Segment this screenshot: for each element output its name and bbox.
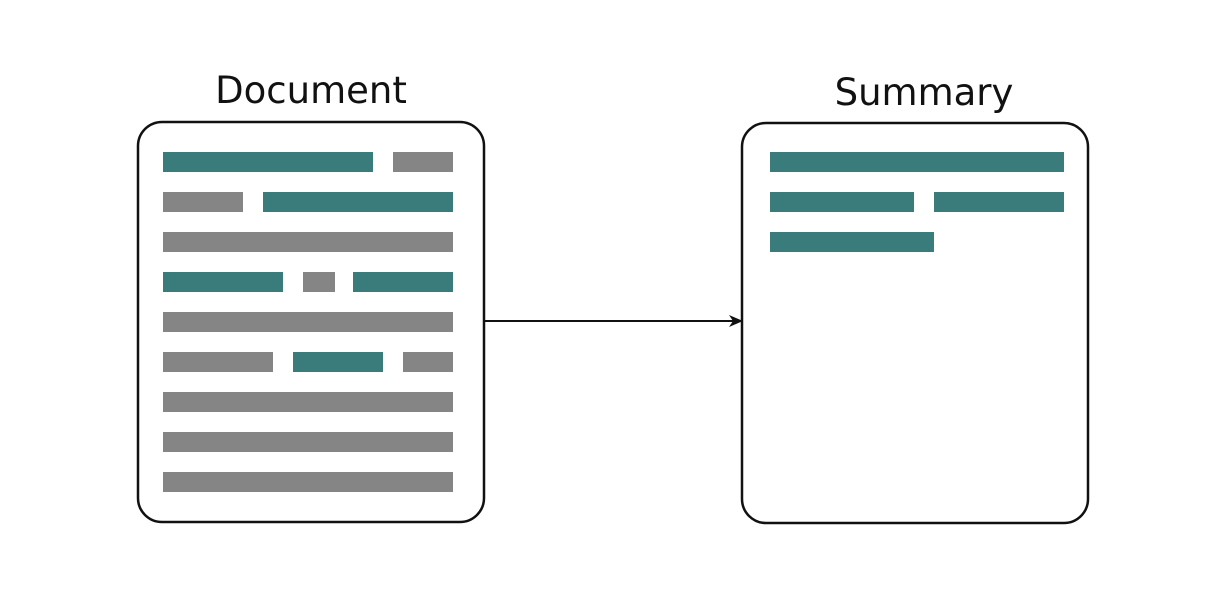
document-line-segment (163, 432, 453, 452)
document-line-segment (293, 352, 383, 372)
summary-line-segment (770, 232, 934, 252)
summary-text-lines (770, 152, 1064, 252)
document-node: Document (136, 69, 486, 524)
document-line-segment (163, 272, 283, 292)
summary-box (740, 121, 1090, 525)
document-line-segment (163, 472, 453, 492)
document-line-segment (303, 272, 335, 292)
document-line-segment (163, 232, 453, 252)
document-text-lines (163, 152, 453, 492)
document-line-segment (163, 392, 453, 412)
document-line-segment (393, 152, 453, 172)
document-line-segment (163, 192, 243, 212)
document-line-segment (263, 192, 453, 212)
summary-node: Summary (740, 71, 1090, 525)
summary-line-segment (770, 192, 914, 212)
document-line-segment (353, 272, 453, 292)
summary-line-segment (934, 192, 1064, 212)
document-line-segment (163, 312, 453, 332)
document-line-segment (163, 152, 373, 172)
document-line-segment (403, 352, 453, 372)
summary-line-segment (770, 152, 1064, 172)
document-line-segment (163, 352, 273, 372)
document-title: Document (215, 69, 407, 112)
summary-title: Summary (835, 71, 1014, 114)
